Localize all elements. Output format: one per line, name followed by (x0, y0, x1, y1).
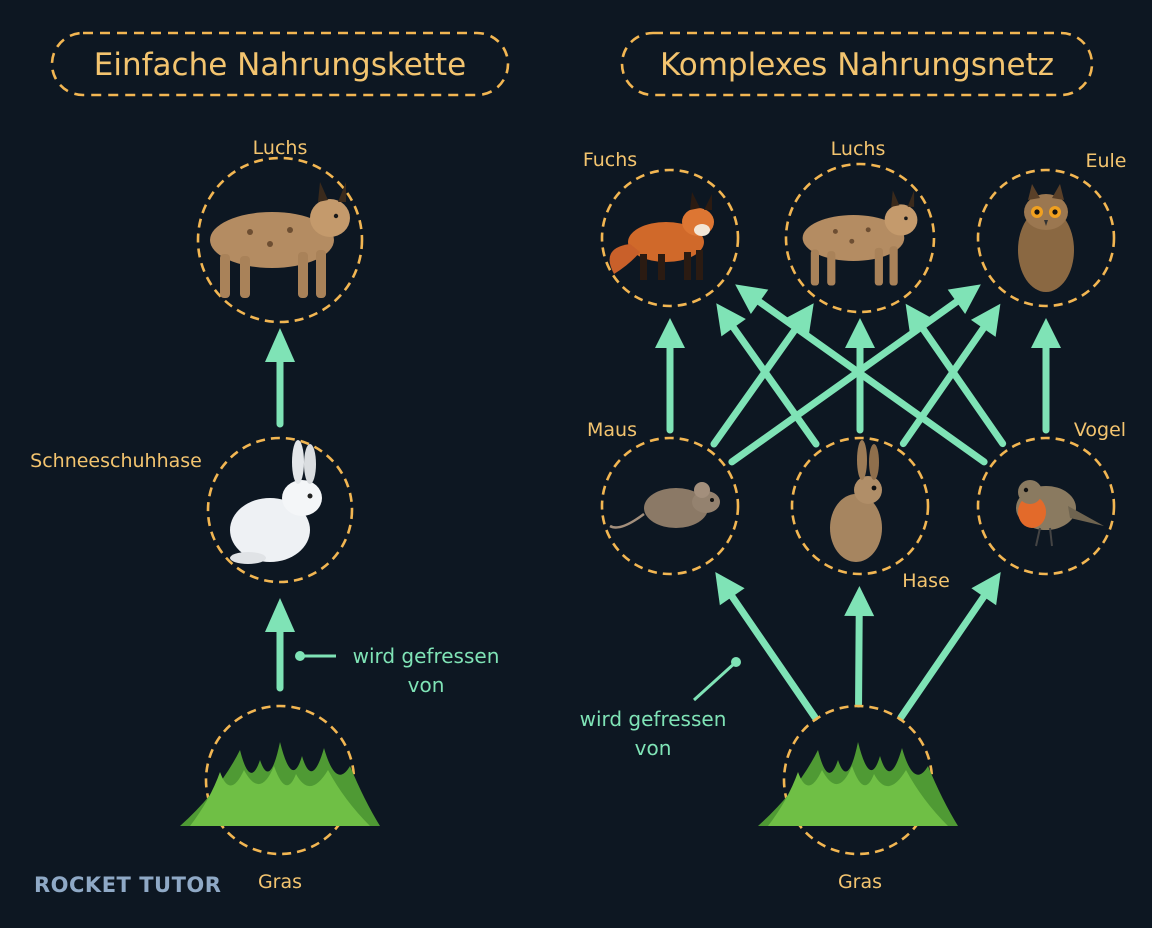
grass-icon (180, 742, 380, 826)
web-title-frame (620, 31, 1094, 97)
web-arrow-gras-vogel (897, 593, 988, 721)
hare-icon (830, 440, 882, 562)
fox-icon (609, 192, 714, 280)
node-ring (206, 436, 354, 584)
web-node-maus: Maus (587, 419, 740, 576)
grass-icon (758, 742, 958, 826)
chain-arrow-gras-hase (265, 598, 295, 692)
chain-node-luchs: Luchs (196, 137, 364, 324)
web-arrow-gras-hase (855, 612, 863, 708)
node-ring (790, 436, 930, 576)
chain-node-gras: Gras (180, 704, 380, 893)
bird-icon (1016, 480, 1104, 547)
web-arrow-gras-maus (728, 593, 819, 721)
chain-label-gras: Gras (258, 871, 302, 893)
node-ring (976, 168, 1116, 308)
web-arrowhead-maus-fuchs (655, 318, 685, 348)
chain-node-hase: Schneeschuhhase (30, 436, 354, 584)
web-label-gras: Gras (838, 871, 882, 893)
web-node-vogel: Vogel (976, 419, 1126, 576)
node-ring (976, 436, 1116, 576)
owl-icon (1018, 184, 1074, 292)
web-arrowhead-hase-luchs (845, 318, 875, 348)
node-ring (196, 156, 364, 324)
web-node-gras: Gras (758, 704, 958, 893)
lynx-icon (210, 182, 350, 298)
web-arrow-hase-eule (899, 324, 987, 448)
node-ring (600, 436, 740, 576)
web-node-fuchs: Fuchs (583, 149, 740, 308)
snowshoe-hare-icon (230, 440, 322, 564)
web-label-fuchs: Fuchs (583, 149, 637, 171)
web-label-vogel: Vogel (1074, 419, 1126, 441)
web-node-luchs: Luchs (784, 138, 936, 314)
web-arrows (655, 284, 1061, 721)
web-title: Komplexes Nahrungsnetz (660, 47, 1054, 83)
chain-title: Einfache Nahrungskette (94, 47, 466, 83)
chain-title-frame (50, 31, 510, 97)
web-node-eule: Eule (976, 150, 1127, 308)
mouse-icon (609, 482, 720, 529)
chain-arrow-hase-luchs (265, 328, 295, 428)
chain-label-luchs: Luchs (253, 137, 308, 159)
web-arrow-vogel-luchs (919, 324, 1007, 448)
web-arrowhead-gras-maus (715, 571, 745, 606)
web-label-maus: Maus (587, 419, 637, 441)
web-arrowhead-hase-eule (970, 303, 1001, 337)
web-arrowhead-maus-eule (947, 284, 981, 315)
web-arrowhead-hase-fuchs (716, 303, 746, 337)
web-label-luchs: Luchs (831, 138, 886, 160)
chain-label-hase: Schneeschuhhase (30, 450, 202, 472)
web-node-hase: Hase (790, 436, 950, 592)
lynx-icon (802, 190, 918, 286)
web-label-eule: Eule (1085, 150, 1126, 172)
web-arrowhead-gras-vogel (971, 571, 1001, 606)
web-arrowhead-vogel-luchs (905, 303, 936, 337)
web-arrow-hase-fuchs (730, 324, 820, 448)
node-ring (784, 162, 936, 314)
web-arrowhead-gras-hase (844, 585, 875, 617)
web-arrowhead-maus-luchs (784, 303, 814, 337)
web-arrowhead-vogel-eule (1031, 318, 1061, 348)
web-arrow-maus-luchs (710, 324, 800, 448)
web-label-hase: Hase (902, 570, 950, 592)
brand-logo: ROCKET TUTOR (34, 873, 221, 897)
node-ring (600, 168, 740, 308)
web-arrowhead-vogel-fuchs (735, 284, 769, 315)
web-arrow-vogel-fuchs (756, 298, 988, 466)
